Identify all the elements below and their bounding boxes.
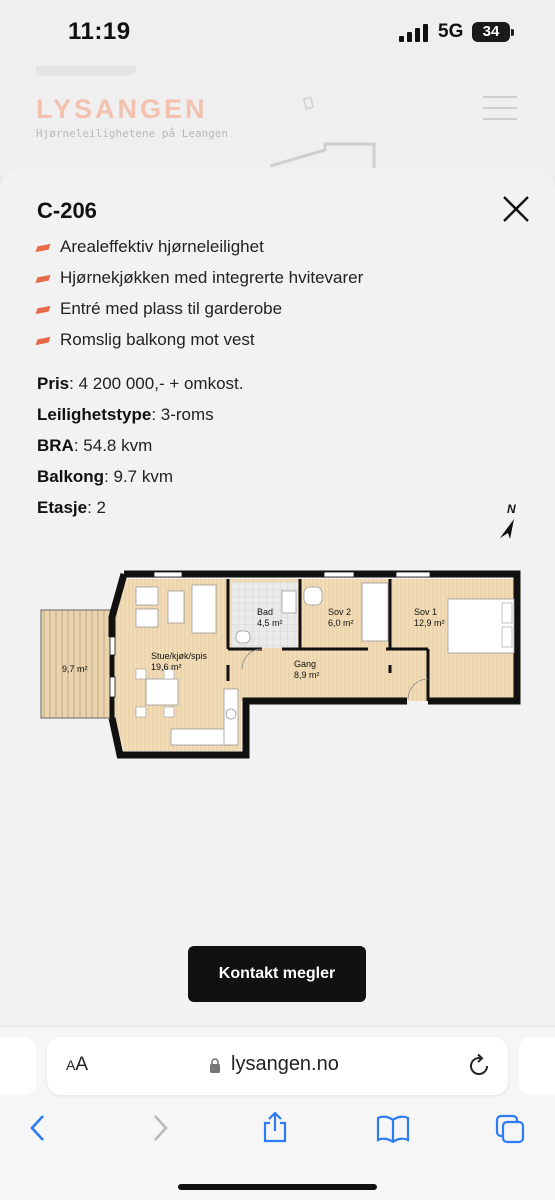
- contact-broker-button[interactable]: Kontakt megler: [188, 946, 366, 1002]
- room-area-living: 19,6 m²: [151, 662, 182, 672]
- forward-icon[interactable]: [150, 1114, 170, 1142]
- list-item: Entré med plass til garderobe: [35, 298, 363, 329]
- feature-list: Arealeffektiv hjørneleilighet Hjørnekjøk…: [35, 236, 364, 360]
- room-name-living: Stue/kjøk/spis: [151, 651, 208, 661]
- compass-north-icon: N: [500, 502, 516, 539]
- unit-detail-sheet: C-206 Arealeffektiv hjørneleilighet Hjør…: [0, 168, 555, 1026]
- fact-type: Leilighetstype: 3-roms: [37, 405, 214, 424]
- cellular-signal-icon: [399, 24, 429, 42]
- room-name-bath: Bad: [257, 607, 273, 617]
- tabs-icon[interactable]: [494, 1113, 526, 1145]
- reader-settings-button[interactable]: AA: [66, 1054, 89, 1075]
- sparkle-icon: [303, 96, 315, 110]
- back-icon[interactable]: [28, 1114, 48, 1142]
- site-logo: LYSANGEN: [36, 94, 208, 124]
- home-indicator: [178, 1184, 377, 1190]
- address-bar[interactable]: AA lysangen.no: [47, 1037, 508, 1095]
- lock-icon: [210, 1058, 220, 1073]
- reload-icon[interactable]: [468, 1053, 492, 1079]
- share-icon[interactable]: [260, 1111, 290, 1143]
- bullet-icon: [35, 243, 51, 253]
- previous-tab-preview[interactable]: [0, 1037, 36, 1095]
- hamburger-icon[interactable]: [483, 96, 517, 120]
- network-type: 5G: [438, 21, 464, 42]
- bullet-icon: [35, 274, 51, 284]
- fact-price: Pris: 4 200 000,- + omkost.: [37, 374, 244, 393]
- room-area-sov2: 6,0 m²: [328, 618, 354, 628]
- list-item: Hjørnekjøkken med integrerte hvitevarer: [35, 267, 364, 298]
- site-illustration: [270, 142, 376, 182]
- bullet-icon: [35, 305, 51, 315]
- bullet-icon: [35, 336, 51, 346]
- unit-facts: Pris: 4 200 000,- + omkost. Leilighetsty…: [37, 373, 244, 528]
- unit-title: C-206: [37, 198, 97, 223]
- compass-label: N: [507, 502, 516, 516]
- fact-floor: Etasje: 2: [37, 498, 106, 517]
- browser-toolbar: AA lysangen.no: [0, 1026, 555, 1200]
- room-area-bath: 4,5 m²: [257, 618, 283, 628]
- list-item: Arealeffektiv hjørneleilighet: [35, 236, 363, 267]
- fact-bra: BRA: 54.8 kvm: [37, 436, 153, 455]
- list-item: Romslig balkong mot vest: [35, 329, 363, 360]
- room-name-hall: Gang: [294, 659, 316, 669]
- battery-icon: 34: [472, 22, 514, 42]
- room-area-hall: 8,9 m²: [294, 670, 320, 680]
- status-bar: 11:19 5G 34: [0, 0, 555, 66]
- feature-text: Entré med plass til garderobe: [60, 299, 283, 318]
- feature-text: Romslig balkong mot vest: [60, 330, 255, 349]
- bookmarks-icon[interactable]: [376, 1115, 410, 1143]
- room-area-sov1: 12,9 m²: [414, 618, 445, 628]
- fact-balcony: Balkong: 9.7 kvm: [37, 467, 174, 486]
- url-text: lysangen.no: [231, 1053, 339, 1075]
- battery-level: 34: [482, 23, 500, 40]
- close-icon[interactable]: [499, 192, 533, 226]
- status-time: 11:19: [68, 18, 131, 45]
- next-tab-preview[interactable]: [519, 1037, 555, 1095]
- site-pill: [36, 66, 136, 76]
- feature-text: Arealeffektiv hjørneleilighet: [60, 237, 264, 256]
- room-name-sov1: Sov 1: [414, 607, 437, 617]
- site-header: LYSANGEN Hjørneleilighetene på Leangen: [0, 66, 555, 182]
- site-tagline: Hjørneleilighetene på Leangen: [36, 127, 229, 140]
- room-name-sov2: Sov 2: [328, 607, 351, 617]
- floor-plan: 9,7 m² Stue/kjøk/spis 19,6 m² Bad 4,5 m²…: [40, 570, 521, 759]
- room-area-balcony: 9,7 m²: [62, 664, 88, 674]
- feature-text: Hjørnekjøkken med integrerte hvitevarer: [60, 268, 364, 287]
